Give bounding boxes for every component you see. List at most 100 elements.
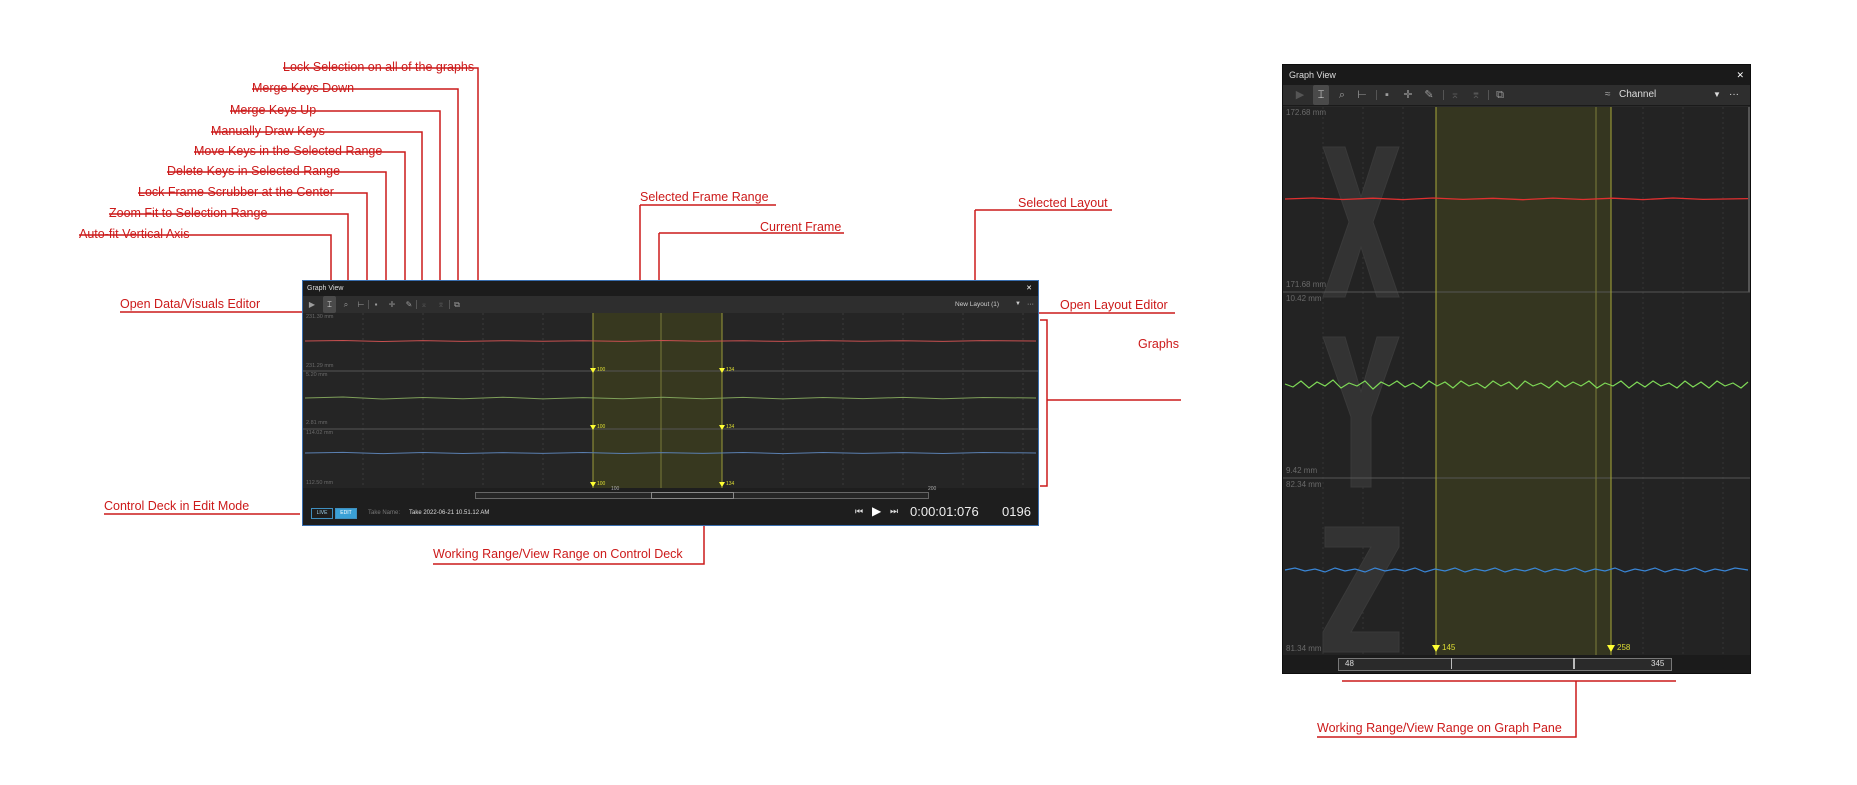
toolbar-divider [1376,90,1377,100]
annotation-working-range-control-deck: Working Range/View Range on Control Deck [433,547,683,561]
axis-max-label: 5.20 mm [306,372,328,378]
graph-pane[interactable]: 172.68 mm 171.68 mm 10.42 mm 9.42 mm 82.… [1283,107,1750,655]
axis-max-label: 172.68 mm [1286,108,1327,117]
move-keys-icon[interactable]: ✛ [1403,89,1413,101]
graph-canvas [1283,107,1750,655]
annotation-graphs: Graphs [1138,337,1179,351]
key-frame-label: 258 [1617,643,1631,652]
key-frame-label: 145 [1442,643,1456,652]
annotation-move-keys: Move Keys in the Selected Range [194,144,383,158]
delete-keys-icon[interactable]: ▪ [374,300,378,309]
toolbar-divider [1443,90,1444,100]
range-start-label: 100 [611,486,620,492]
annotation-lock-frame-scrubber: Lock Frame Scrubber at the Center [138,185,334,199]
key-frame-label: 134 [726,481,735,487]
range-start-label: 48 [1345,659,1354,668]
play-icon[interactable]: ▶ [872,504,882,518]
zoom-fit-icon[interactable]: ⌕ [1338,89,1346,101]
annotation-lock-selection: Lock Selection on all of the graphs [283,60,475,74]
range-end-label: 200 [928,486,937,492]
more-icon[interactable]: ··· [1729,89,1739,100]
frame-counter: 0196 [1002,504,1031,519]
annotation-selected-frame-range: Selected Frame Range [640,190,769,204]
annotation-manually-draw-keys: Manually Draw Keys [211,124,325,138]
graph-pane[interactable]: 231.30 mm 231.29 mm 5.20 mm 2.81 mm 114.… [303,313,1038,488]
graph-canvas [303,313,1038,488]
annotation-open-layout-editor: Open Layout Editor [1060,298,1168,312]
zoom-fit-icon[interactable]: ⌕ [343,300,349,309]
toolbar: ▶ ⌶ ⌕ ⊢ ▪ ✛ ✎ ⌅ ⌆ ⧉ New Layout (1) ▼ ··· [303,296,1038,314]
chevron-down-icon[interactable]: ▼ [1015,301,1021,307]
lock-selection-icon[interactable]: ⧉ [1496,89,1504,101]
layout-selector[interactable]: Channel [1619,89,1657,100]
working-range-track[interactable] [1338,658,1672,671]
view-range[interactable] [1564,658,1574,669]
toolbar: ▶ ⌶ ⌕ ⊢ ▪ ✛ ✎ ⌅ ⌆ ⧉ ≈ Channel ▼ ··· [1283,85,1750,106]
axis-min-label: 81.34 mm [1286,644,1322,653]
annotation-working-range-graph-pane: Working Range/View Range on Graph Pane [1317,721,1562,735]
axis-min-label: 171.68 mm [1286,280,1327,289]
view-range[interactable] [651,492,734,499]
skip-forward-icon[interactable]: ⏭ [890,506,899,516]
key-frame-label: 100 [597,424,606,430]
axis-max-label: 231.30 mm [306,314,334,320]
more-icon[interactable]: ··· [1027,301,1034,308]
axis-min-label: 231.29 mm [306,363,334,369]
annotation-selected-layout: Selected Layout [1018,196,1108,210]
view-range[interactable] [1451,658,1575,669]
title-bar: Graph View ✕ [303,281,1038,296]
merge-keys-down-icon[interactable]: ⌆ [437,300,445,309]
close-icon[interactable]: ✕ [1026,285,1032,292]
auto-fit-icon[interactable]: ⌶ [323,296,336,313]
axis-min-label: 9.42 mm [1286,466,1318,475]
merge-keys-up-icon[interactable]: ⌅ [1450,89,1460,101]
take-name-label: Take Name: [368,510,401,516]
toolbar-divider [368,300,369,309]
working-range-bar[interactable] [475,492,929,499]
title-bar: Graph View ✕ [1283,65,1750,85]
merge-keys-down-icon[interactable]: ⌆ [1471,89,1481,101]
window-title: Graph View [1289,70,1336,80]
toolbar-divider [449,300,450,309]
edit-button[interactable]: EDIT [335,508,357,519]
live-button[interactable]: LIVE [311,508,333,519]
close-icon[interactable]: ✕ [1736,70,1744,80]
range-end-label: 345 [1651,659,1665,668]
data-editor-icon[interactable]: ▶ [308,300,316,309]
graph-view-window-right: Graph View ✕ ▶ ⌶ ⌕ ⊢ ▪ ✛ ✎ ⌅ ⌆ ⧉ ≈ Chann… [1282,64,1751,674]
lock-scrubber-icon[interactable]: ⊢ [1357,89,1367,101]
lock-selection-icon[interactable]: ⧉ [454,300,460,309]
key-frame-label: 100 [597,367,606,373]
draw-keys-icon[interactable]: ✎ [405,300,413,309]
graph-view-window-left: Graph View ✕ ▶ ⌶ ⌕ ⊢ ▪ ✛ ✎ ⌅ ⌆ ⧉ New Lay… [302,280,1039,526]
merge-keys-up-icon[interactable]: ⌅ [420,300,428,309]
delete-keys-icon[interactable]: ▪ [1385,89,1389,101]
graph-range-bar[interactable]: 48 345 [1283,655,1750,673]
annotation-merge-keys-down: Merge Keys Down [252,81,355,95]
move-keys-icon[interactable]: ✛ [388,300,396,309]
toolbar-divider [1488,90,1489,100]
data-editor-icon[interactable]: ▶ [1295,89,1305,101]
annotation-zoom-fit: Zoom Fit to Selection Range [109,206,268,220]
key-frame-label: 134 [726,367,735,373]
annotation-merge-keys-up: Merge Keys Up [230,103,317,117]
annotation-current-frame: Current Frame [760,220,842,234]
key-frame-label: 100 [597,481,606,487]
toolbar-divider [416,300,417,309]
lock-scrubber-icon[interactable]: ⊢ [357,300,365,309]
annotation-open-data-editor: Open Data/Visuals Editor [120,297,261,311]
key-frame-label: 134 [726,424,735,430]
take-name: Take 2022-06-21 10.51.12 AM [409,510,490,516]
chevron-down-icon[interactable]: ▼ [1713,90,1721,99]
annotation-control-deck: Control Deck in Edit Mode [104,499,250,513]
window-title: Graph View [307,285,344,292]
skip-back-icon[interactable]: ⏮ [855,506,864,516]
auto-fit-icon[interactable]: ⌶ [1313,85,1329,105]
draw-keys-icon[interactable]: ✎ [1424,89,1434,101]
control-deck: 100 200 LIVE EDIT Take Name: Take 2022-0… [303,486,1038,525]
axis-max-label: 114.02 mm [306,430,334,436]
axis-max-label: 10.42 mm [1286,294,1322,303]
annotation-auto-fit: Auto-fit Vertical Axis [79,227,190,241]
layout-selector[interactable]: New Layout (1) [955,301,1000,308]
axis-min-label: 112.50 mm [306,480,334,486]
